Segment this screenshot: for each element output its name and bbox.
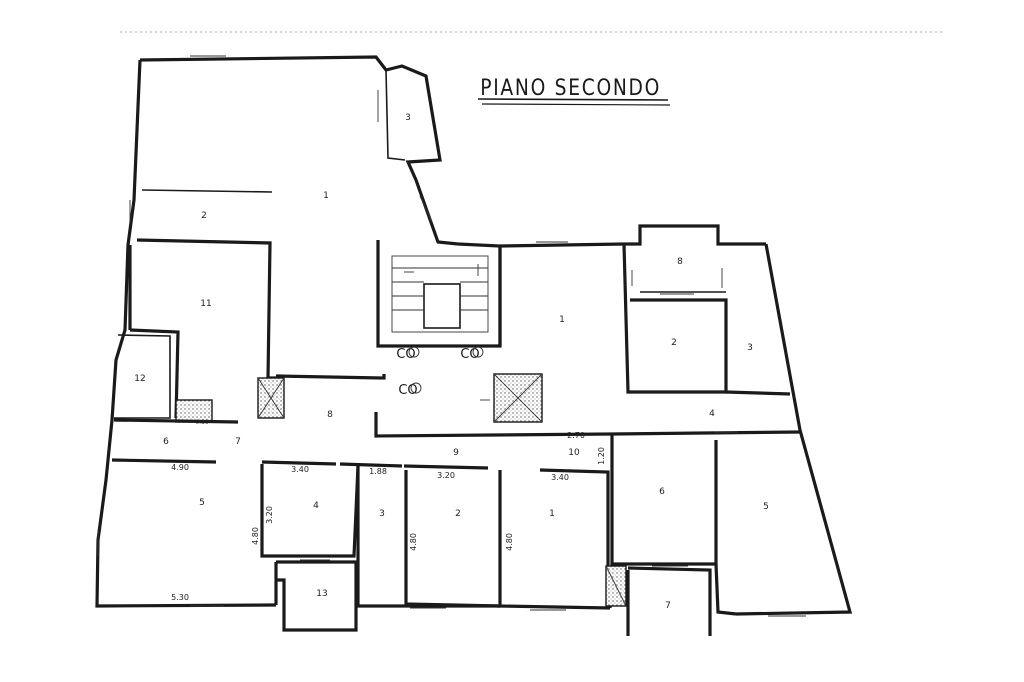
- room-label: 3: [747, 343, 753, 353]
- room-label: 6: [659, 487, 665, 497]
- co-label-1: CO: [396, 347, 415, 362]
- room-label: 8: [327, 410, 333, 420]
- dimension-label: 4.90: [171, 463, 189, 472]
- dimension-label: 4.80: [251, 527, 260, 545]
- room-label: 2: [671, 338, 677, 348]
- room-label: 13: [316, 589, 327, 599]
- openings: [97, 55, 806, 617]
- plan-title: PIANO SECONDO: [480, 75, 661, 101]
- room-label: 1: [323, 191, 329, 201]
- dimension-label: 4.80: [409, 533, 418, 551]
- room-label: 2: [201, 211, 207, 221]
- co-fixtures: CO CO CO: [396, 346, 484, 398]
- room-label: 5: [763, 502, 769, 512]
- dimension-label: 4.80: [505, 533, 514, 551]
- dimension-label: 0.80: [195, 419, 209, 426]
- room-label: 1: [559, 315, 565, 325]
- room-label: 5: [199, 498, 205, 508]
- dimension-label: 1.20: [597, 447, 606, 465]
- room-label: 8: [677, 257, 683, 267]
- stair-arrows: [404, 264, 490, 401]
- room-label: 6: [163, 437, 169, 447]
- room-label: 3: [405, 113, 411, 123]
- dimension-label: 3.20: [265, 506, 274, 524]
- co-label-3: CO: [398, 383, 417, 398]
- east-wing-walls: [498, 224, 853, 636]
- dimension-label: 3.40: [291, 465, 309, 474]
- room-label: 9: [453, 448, 459, 458]
- stair-core: [374, 240, 625, 438]
- room-label: 12: [134, 374, 145, 384]
- room-label: 11: [200, 299, 211, 309]
- dimension-label: 1.88: [369, 467, 387, 476]
- room-labels: 1 2 3 11 12 6 7 8 5 4 3 2 1 9 10 13 1 8 …: [134, 113, 769, 611]
- room-label: 3: [379, 509, 385, 519]
- dimension-label: 5.30: [171, 593, 189, 602]
- room-label: 10: [568, 448, 580, 458]
- dimension-labels: 4.90 3.40 1.88 3.20 3.40 2.70 1.20 3.20 …: [171, 419, 606, 602]
- co-label-2: CO: [460, 347, 479, 362]
- room-label: 4: [709, 409, 715, 419]
- room-label: 4: [313, 501, 319, 511]
- west-wing-walls: [95, 55, 611, 632]
- dimension-label: 3.20: [437, 471, 455, 480]
- room-label: 7: [235, 437, 241, 447]
- room-label: 2: [455, 509, 461, 519]
- title-underline-2: [481, 103, 671, 106]
- room-label: 7: [665, 601, 671, 611]
- title-underline: [477, 98, 669, 101]
- room-label: 1: [549, 509, 555, 519]
- dimension-label: 2.70: [567, 431, 585, 440]
- dimension-label: 3.40: [551, 473, 569, 482]
